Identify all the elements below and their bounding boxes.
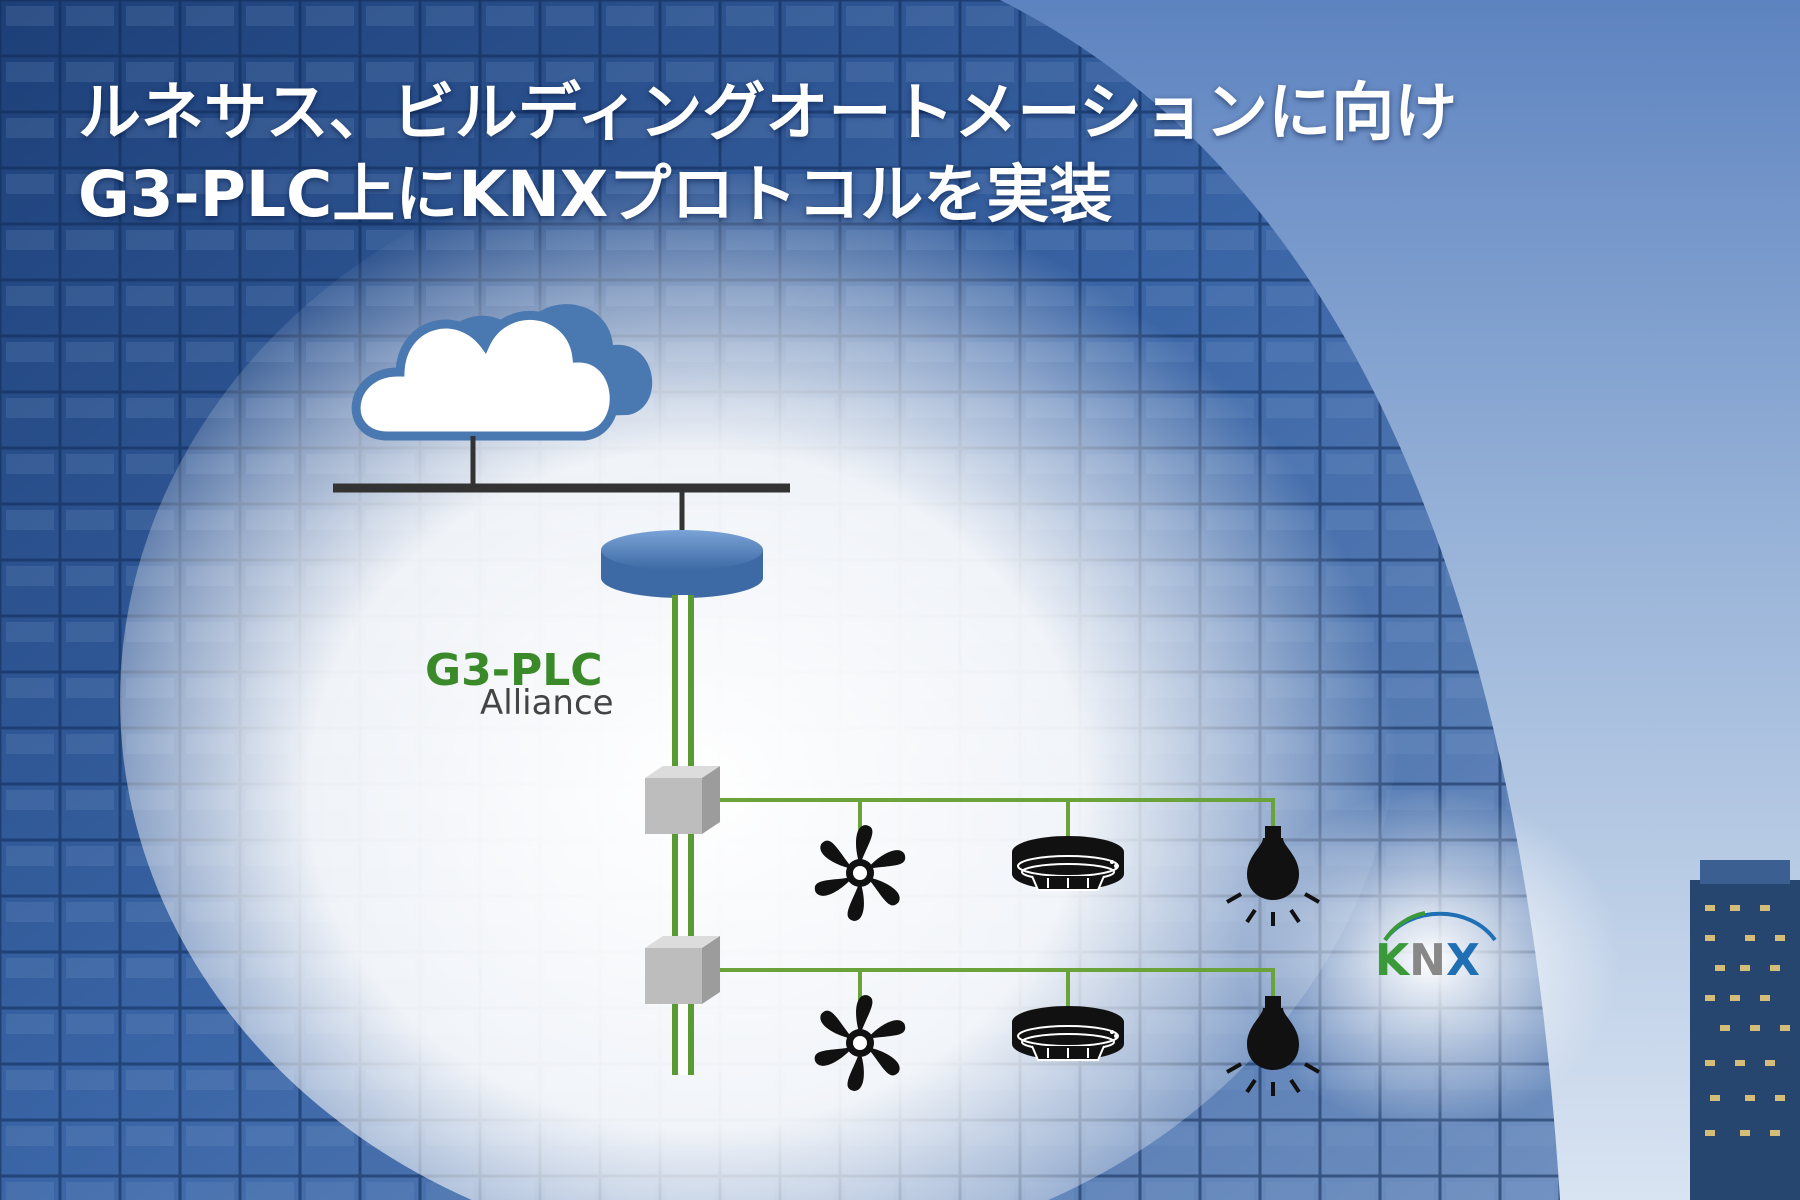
g3plc-logo-word: G3-PLC — [425, 645, 603, 696]
fan-icon — [814, 825, 906, 921]
light-bulb-icon — [1226, 826, 1320, 926]
light-bulb-icon — [1226, 996, 1320, 1096]
plc-coupler — [645, 936, 720, 1004]
cloud-icon — [351, 304, 653, 441]
knx-logo-text: KNX — [1375, 935, 1480, 986]
headline-line-1: ルネサス、ビルディングオートメーションに向け — [78, 76, 1458, 149]
smoke-detector-icon — [1012, 836, 1124, 891]
fan-icon — [814, 995, 906, 1091]
smoke-detector-icon — [1012, 1006, 1124, 1061]
knx-lines — [712, 798, 1275, 1006]
g3plc-alliance-logo: G3-PLC Alliance — [425, 645, 614, 723]
headline: ルネサス、ビルディングオートメーションに向け G3-PLC上にKNXプロトコルを… — [78, 72, 1457, 236]
knx-logo: KNX — [1375, 911, 1497, 986]
gateway-icon — [601, 530, 763, 598]
headline-line-2: G3-PLC上にKNXプロトコルを実装 — [78, 157, 1113, 231]
plc-coupler — [645, 766, 720, 834]
g3plc-logo-sub: Alliance — [480, 683, 614, 723]
